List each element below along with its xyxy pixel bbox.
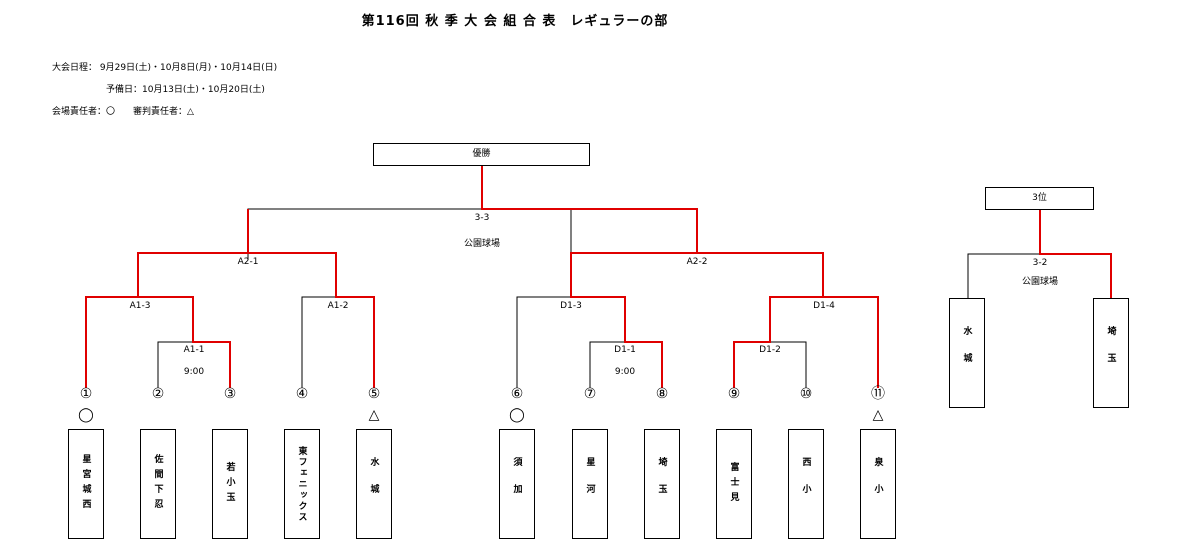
umpire-manager-mark: △	[872, 407, 884, 423]
team-box: 泉小	[860, 429, 896, 539]
match-venue: 公園球場	[1021, 277, 1059, 287]
seed-number: ②	[151, 386, 165, 402]
team-box: 須加	[499, 429, 535, 539]
team-name: 東フェニックス	[296, 445, 307, 523]
team-box: 水城	[356, 429, 392, 539]
team-name: 星宮城西	[80, 454, 91, 514]
match-label: D1-3	[560, 301, 582, 311]
champion-box: 優勝	[373, 143, 590, 166]
team-name: 水城	[368, 457, 379, 511]
team-name: 佐間下忍	[152, 454, 163, 514]
match-label: D1-4	[813, 301, 835, 311]
team-box: 東フェニックス	[284, 429, 320, 539]
schedule-text: 大会日程： 9月29日(土)・10月8日(月)・10月14日(日)	[52, 63, 278, 73]
match-label: A1-2	[327, 301, 349, 311]
match-label: A2-2	[686, 257, 708, 267]
venue-manager-mark: ◯	[509, 407, 525, 423]
team-box: 星河	[572, 429, 608, 539]
team-box: 富士見	[716, 429, 752, 539]
seed-number: ③	[223, 386, 237, 402]
seed-number: ⑧	[655, 386, 669, 402]
match-label: A1-3	[129, 301, 151, 311]
team-box: 若小玉	[212, 429, 248, 539]
team-name: 須加	[511, 457, 522, 511]
match-label: A1-1	[183, 345, 205, 355]
seed-number: ①	[79, 386, 93, 402]
team-name: 埼玉	[656, 457, 667, 511]
seed-number: ⑥	[510, 386, 524, 402]
match-label: D1-2	[759, 345, 781, 355]
reserve-days-text: 予備日：10月13日(土)・10月20日(土)	[106, 85, 265, 95]
team-box: 星宮城西	[68, 429, 104, 539]
team-box: 埼玉	[644, 429, 680, 539]
team-box: 水城	[949, 298, 985, 408]
team-name: 泉小	[872, 457, 883, 511]
seed-number: ④	[295, 386, 309, 402]
team-box: 西小	[788, 429, 824, 539]
roles-text: 会場責任者：〇 審判責任者：△	[52, 107, 194, 117]
seed-number: ⑦	[583, 386, 597, 402]
umpire-manager-mark: △	[368, 407, 380, 423]
venue-manager-mark: ◯	[78, 407, 94, 423]
seed-number: ⑩	[799, 386, 813, 402]
seed-number: ⑨	[727, 386, 741, 402]
third-place-box: 3位	[985, 187, 1094, 210]
match-time: 9:00	[183, 367, 205, 377]
team-name: 水城	[961, 326, 972, 380]
team-name: 富士見	[728, 461, 739, 507]
match-label: 3-2	[1032, 258, 1048, 268]
seed-number: ⑤	[367, 386, 381, 402]
team-name: 埼玉	[1105, 326, 1116, 380]
seed-number: ⑪	[871, 386, 885, 402]
team-box: 埼玉	[1093, 298, 1129, 408]
team-box: 佐間下忍	[140, 429, 176, 539]
team-name: 若小玉	[224, 461, 235, 507]
match-label: A2-1	[237, 257, 259, 267]
match-label: D1-1	[614, 345, 636, 355]
team-name: 星河	[584, 457, 595, 511]
match-time: 9:00	[614, 367, 636, 377]
final-code: 3-3	[474, 213, 490, 223]
page-title: 第116回 秋 季 大 会 組 合 表 レギュラーの部	[361, 14, 669, 29]
final-venue: 公園球場	[463, 239, 501, 249]
team-name: 西小	[800, 457, 811, 511]
